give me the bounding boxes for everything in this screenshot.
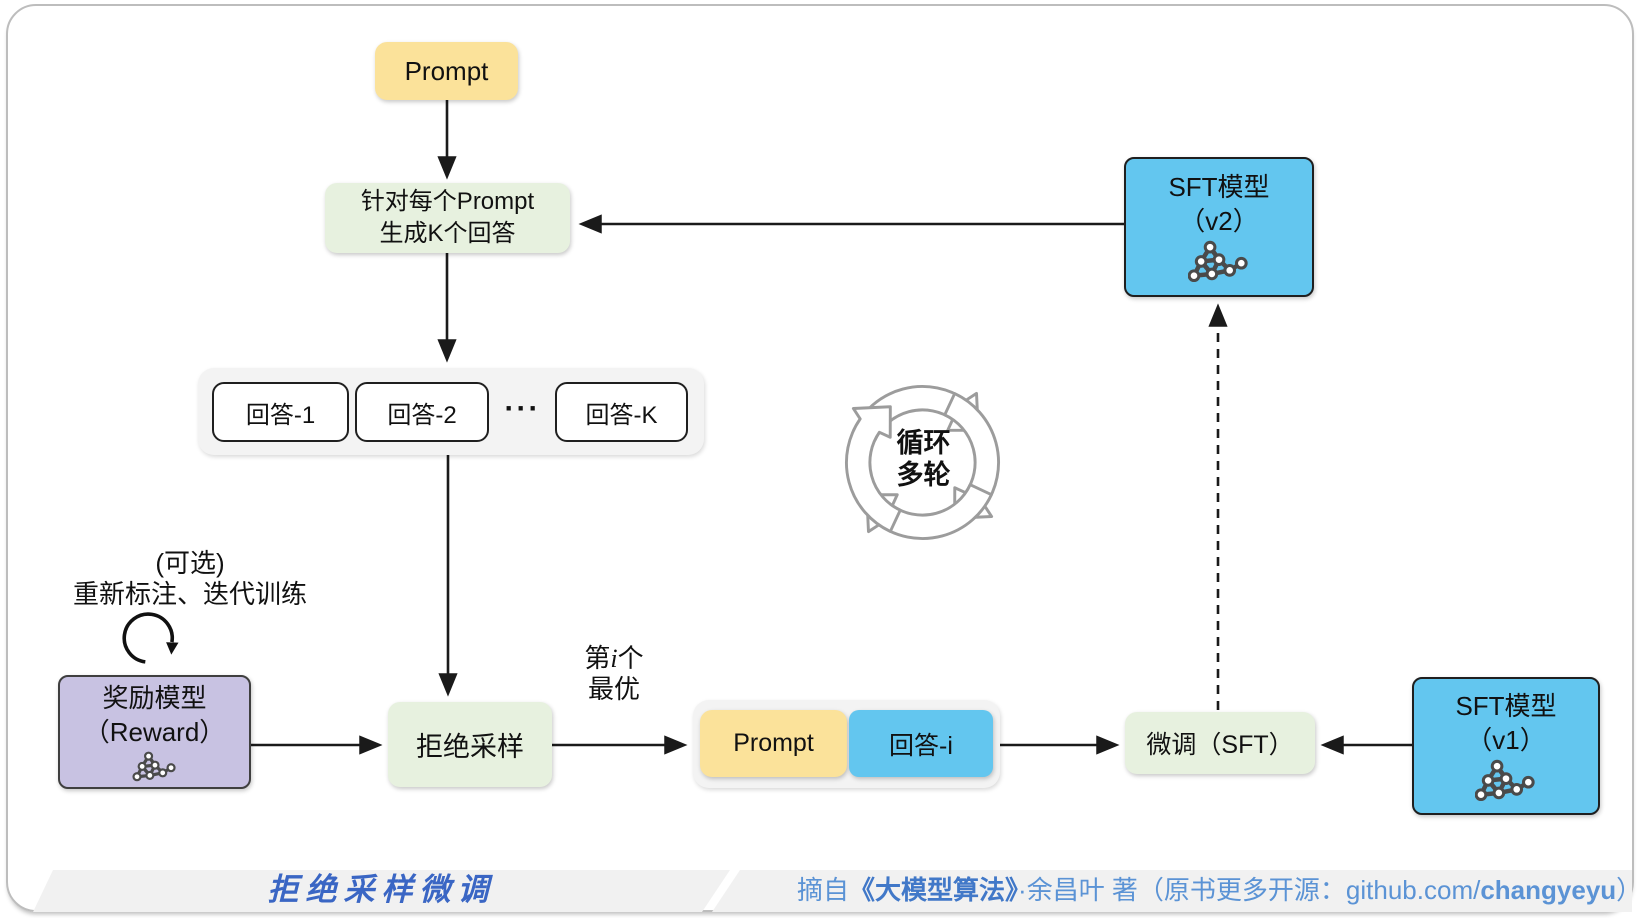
optional-retrain-note: (可选) 重新标注、迭代训练 [35,548,345,610]
answer-1-chip: 回答-1 [212,382,349,442]
ellipsis-dots: ··· [504,392,541,425]
best-answer-label: 第i个 最优 [558,643,670,705]
rejection-label: 拒绝采样 [416,732,524,762]
sft-v2-line1: SFT模型 [1168,172,1270,202]
generate-answers-box: 针对每个Prompt 生成K个回答 [325,183,570,253]
footer-title-band: 拒绝采样微调 [33,870,730,912]
answer-k-chip: 回答-K [555,382,688,442]
best-answer-line2: 最优 [587,674,640,704]
neural-network-icon [1188,240,1248,283]
best-answer-line1: 第i个 [584,643,644,673]
pair-answer-box: 回答-i [849,710,993,777]
pair-prompt-label: Prompt [733,729,814,757]
attribution-github-domain: github.com/ [1345,875,1481,905]
loop-arrows-icon [844,385,1001,541]
rejection-sampling-box: 拒绝采样 [388,702,552,787]
neural-network-icon [1475,759,1535,802]
loop-label-line1: 循环 [896,428,951,458]
reward-model-box: 奖励模型 （Reward） [58,675,251,789]
attribution-prefix: 摘自 [797,875,850,905]
attribution-github-user: changyeyu [1480,875,1617,905]
answer-k-label: 回答-K [585,401,658,429]
finetune-sft-box: 微调（SFT） [1125,712,1315,774]
attribution-book-title: 《大模型算法》 [849,875,1019,905]
sft-v1-line2: （v1） [1466,725,1546,755]
prompt-box: Prompt [375,42,518,100]
generate-line1: 针对每个Prompt [360,188,535,215]
attribution-suffix: ） [1616,875,1642,905]
neural-network-icon [131,751,176,782]
reward-line1: 奖励模型 [102,683,207,713]
pair-answer-label: 回答-i [889,731,953,760]
footer-attribution-band: 摘自《大模型算法》·余昌叶 著（原书更多开源：github.com/changy… [712,870,1632,912]
reward-line2: （Reward） [83,717,226,747]
generate-line2: 生成K个回答 [379,220,516,247]
loop-label-line2: 多轮 [896,460,951,490]
sft-model-v2-box: SFT模型 （v2） [1124,157,1314,297]
prompt-label: Prompt [404,55,489,86]
attribution-author: ·余昌叶 著（原书更多开源： [1018,875,1346,905]
loop-label: 循环 多轮 [846,427,1001,491]
sft-model-v1-box: SFT模型 （v1） [1412,677,1600,815]
finetune-label: 微调（SFT） [1146,731,1294,759]
optional-note-line2: 重新标注、迭代训练 [72,579,307,609]
sft-v2-line2: （v2） [1179,206,1259,236]
optional-note-line1: (可选) [155,548,225,578]
answer-1-label: 回答-1 [245,401,316,429]
answer-2-chip: 回答-2 [355,382,489,442]
refresh-icon [122,612,179,664]
pair-prompt-box: Prompt [700,710,847,777]
answer-2-label: 回答-2 [387,401,457,429]
diagram-title: 拒绝采样微调 [267,872,496,907]
attribution-text: 摘自《大模型算法》·余昌叶 著（原书更多开源：github.com/changy… [712,870,1632,912]
sft-v1-line1: SFT模型 [1455,691,1557,721]
